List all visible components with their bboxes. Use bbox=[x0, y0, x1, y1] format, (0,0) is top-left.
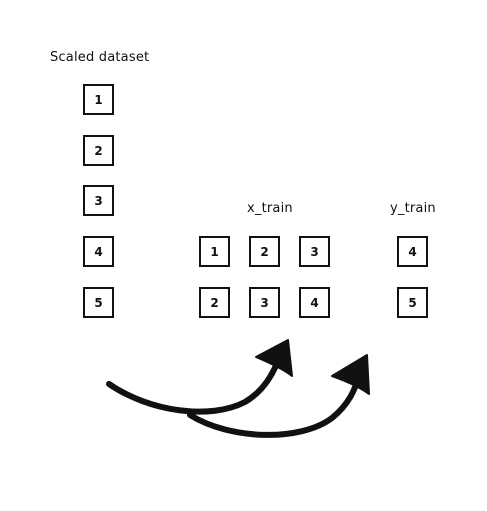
arrow-head-icon bbox=[255, 339, 293, 377]
scaled-dataset-cell: 3 bbox=[83, 185, 114, 216]
y-train-title: y_train bbox=[390, 201, 436, 216]
scaled-dataset-cell: 1 bbox=[83, 84, 114, 115]
sliding-window-arrow bbox=[106, 339, 293, 415]
x-train-cell: 3 bbox=[299, 236, 330, 267]
scaled-dataset-cell: 4 bbox=[83, 236, 114, 267]
x-train-cell: 4 bbox=[299, 287, 330, 318]
y-train-cell: 5 bbox=[397, 287, 428, 318]
target-shift-arrow bbox=[187, 354, 370, 438]
x-train-cell: 2 bbox=[249, 236, 280, 267]
x-train-cell: 2 bbox=[199, 287, 230, 318]
scaled-dataset-title: Scaled dataset bbox=[50, 50, 150, 65]
arrow-head-icon bbox=[331, 354, 370, 395]
x-train-cell: 1 bbox=[199, 236, 230, 267]
x-train-title: x_train bbox=[247, 201, 293, 216]
y-train-cell: 4 bbox=[397, 236, 428, 267]
x-train-cell: 3 bbox=[249, 287, 280, 318]
scaled-dataset-cell: 5 bbox=[83, 287, 114, 318]
scaled-dataset-cell: 2 bbox=[83, 135, 114, 166]
